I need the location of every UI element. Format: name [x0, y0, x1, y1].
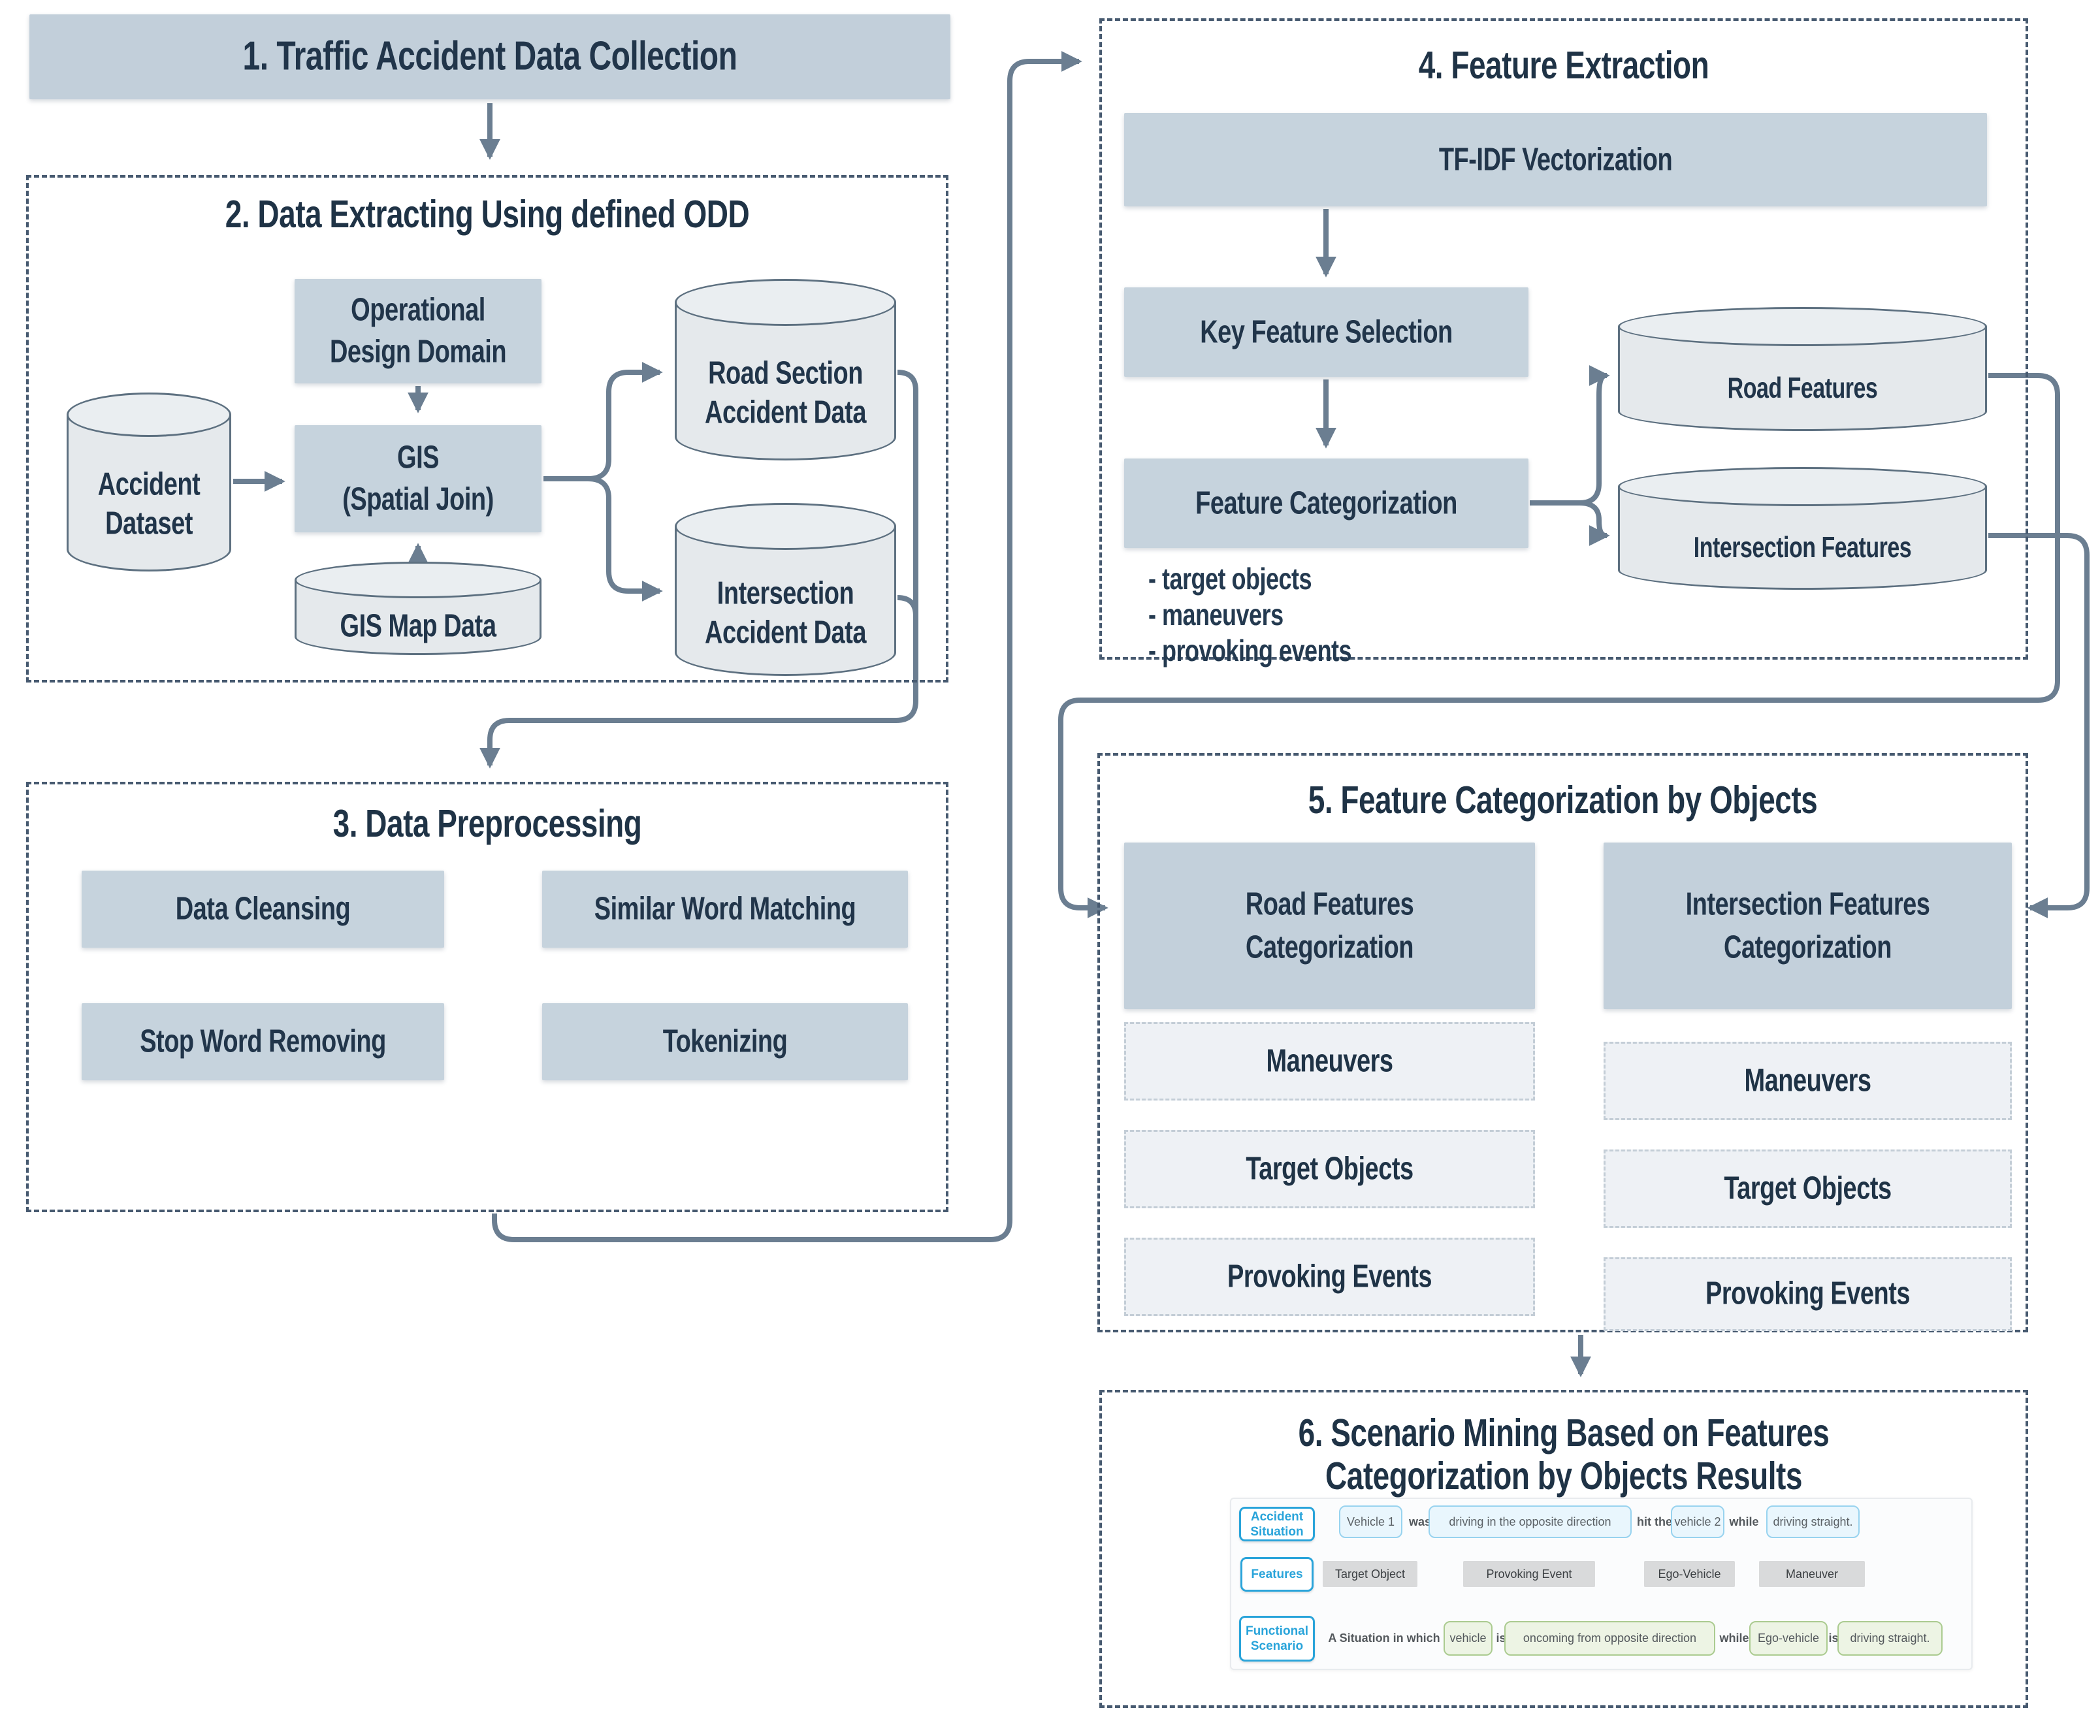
fig-text-a-situation: A Situation in which: [1328, 1632, 1440, 1645]
data-cleansing-box: Data Cleansing: [82, 871, 444, 948]
fig-text-was: was: [1408, 1515, 1432, 1528]
road-provoking-events-box: Provoking Events: [1124, 1238, 1535, 1316]
fig-text-while-1: while: [1729, 1515, 1759, 1528]
feature-categorization-box: Feature Categorization: [1124, 458, 1528, 548]
fig-chip-oncoming: oncoming from opposite direction: [1504, 1621, 1715, 1656]
gis-box: GIS (Spatial Join): [295, 425, 541, 532]
road-section-cylinder: Road Section Accident Data: [675, 279, 896, 460]
fig-chip-vehicle1: Vehicle 1: [1339, 1505, 1402, 1538]
intersection-features-label: Intersection Features: [1693, 531, 1912, 564]
road-target-objects-box: Target Objects: [1124, 1130, 1535, 1208]
section4-title: 4. Feature Extraction: [1418, 42, 1709, 87]
data-cleansing-label: Data Cleansing: [175, 891, 351, 927]
section5-box: 5. Feature Categorization by Objects: [1097, 753, 2028, 1332]
odd-line1: Operational: [351, 292, 485, 329]
intersection-accident-line2: Accident Data: [705, 615, 866, 651]
bullet-target-objects: - target objects: [1148, 560, 1312, 596]
fig-box-maneuver: Maneuver: [1759, 1561, 1865, 1587]
intersection-maneuvers-label: Maneuvers: [1744, 1063, 1871, 1099]
intersection-cat-line2: Categorization: [1724, 929, 1892, 965]
road-features-categorization-box: Road Features Categorization: [1124, 843, 1535, 1009]
key-feature-selection-box: Key Feature Selection: [1124, 287, 1528, 377]
accident-dataset-line2: Dataset: [105, 506, 193, 542]
intersection-target-objects-box: Target Objects: [1604, 1149, 2012, 1228]
section4-box: 4. Feature Extraction: [1099, 18, 2028, 660]
intersection-features-cylinder: Intersection Features: [1618, 467, 1987, 590]
section5-title: 5. Feature Categorization by Objects: [1308, 777, 1818, 822]
fig-chip-vehicle: vehicle: [1444, 1621, 1493, 1656]
fig-chip-vehicle2: vehicle 2: [1671, 1505, 1724, 1538]
section6-title-line2: Categorization by Objects Results: [1325, 1453, 1802, 1498]
feature-categorization-bullets: - target objects - maneuvers - provoking…: [1148, 560, 1352, 668]
road-cat-line2: Categorization: [1246, 929, 1413, 965]
road-provoking-events-label: Provoking Events: [1227, 1259, 1432, 1294]
tokenizing-box: Tokenizing: [542, 1003, 908, 1080]
bullet-provoking-events: - provoking events: [1148, 632, 1352, 668]
road-features-label: Road Features: [1727, 372, 1878, 405]
road-section-line2: Accident Data: [705, 394, 866, 431]
section2-box: 2. Data Extracting Using defined ODD: [26, 175, 948, 683]
gis-line2: (Spatial Join): [342, 481, 494, 518]
section1-title: 1. Traffic Accident Data Collection: [242, 33, 737, 79]
similar-word-matching-label: Similar Word Matching: [594, 891, 856, 927]
section6-title-line1: 6. Scenario Mining Based on Features: [1298, 1410, 1830, 1455]
tokenizing-label: Tokenizing: [662, 1023, 788, 1060]
section6-box: 6. Scenario Mining Based on Features Cat…: [1099, 1390, 2028, 1708]
tfidf-box: TF-IDF Vectorization: [1124, 113, 1987, 206]
feature-categorization-label: Feature Categorization: [1195, 485, 1457, 521]
similar-word-matching-box: Similar Word Matching: [542, 871, 908, 948]
fig-box-provoking-event: Provoking Event: [1463, 1561, 1595, 1587]
section2-title: 2. Data Extracting Using defined ODD: [225, 191, 750, 236]
section3-title: 3. Data Preprocessing: [332, 801, 642, 845]
fig-text-is-1: is: [1496, 1632, 1506, 1645]
gis-map-data-label: GIS Map Data: [340, 608, 496, 645]
intersection-accident-cylinder: Intersection Accident Data: [675, 503, 896, 676]
intersection-cat-line1: Intersection Features: [1685, 886, 1930, 922]
intersection-provoking-events-box: Provoking Events: [1604, 1257, 2012, 1331]
accident-dataset-cylinder: Accident Dataset: [67, 393, 231, 571]
key-feature-selection-label: Key Feature Selection: [1200, 314, 1453, 350]
intersection-maneuvers-box: Maneuvers: [1604, 1042, 2012, 1120]
section1-header: 1. Traffic Accident Data Collection: [29, 14, 950, 99]
fig-label-functional-scenario: Functional Scenario: [1239, 1616, 1315, 1662]
tfidf-label: TF-IDF Vectorization: [1438, 142, 1673, 178]
road-maneuvers-label: Maneuvers: [1266, 1043, 1393, 1079]
gis-line1: GIS: [397, 440, 439, 476]
fig-chip-driving-straight: driving straight.: [1766, 1505, 1860, 1538]
section3-box: 3. Data Preprocessing: [26, 782, 948, 1212]
road-cat-line1: Road Features: [1245, 886, 1414, 922]
intersection-features-categorization-box: Intersection Features Categorization: [1604, 843, 2012, 1009]
road-maneuvers-box: Maneuvers: [1124, 1022, 1535, 1101]
fig-text-is-2: is: [1828, 1632, 1839, 1645]
fig-label-accident-situation: Accident Situation: [1239, 1507, 1315, 1541]
odd-line2: Design Domain: [329, 334, 507, 370]
accident-dataset-line1: Accident: [97, 466, 201, 503]
fig-chip-ego-vehicle: Ego-vehicle: [1749, 1621, 1828, 1656]
gis-map-data-cylinder: GIS Map Data: [295, 562, 541, 655]
road-features-cylinder: Road Features: [1618, 307, 1987, 431]
road-target-objects-label: Target Objects: [1246, 1151, 1413, 1187]
stop-word-removing-box: Stop Word Removing: [82, 1003, 444, 1080]
fig-box-ego-vehicle: Ego-Vehicle: [1644, 1561, 1735, 1587]
stop-word-removing-label: Stop Word Removing: [140, 1023, 386, 1060]
fig-box-target-object: Target Object: [1323, 1561, 1417, 1587]
odd-box: Operational Design Domain: [295, 279, 541, 383]
fig-chip-driving-opposite: driving in the opposite direction: [1429, 1505, 1632, 1538]
intersection-provoking-events-label: Provoking Events: [1705, 1276, 1910, 1312]
intersection-target-objects-label: Target Objects: [1724, 1170, 1892, 1206]
scenario-mining-figure: Accident Situation Features Functional S…: [1230, 1498, 1973, 1670]
section6-title: 6. Scenario Mining Based on Features Cat…: [1102, 1410, 2026, 1498]
fig-label-features: Features: [1240, 1557, 1314, 1592]
bullet-maneuvers: - maneuvers: [1148, 596, 1284, 632]
fig-chip-driving-straight-green: driving straight.: [1837, 1621, 1943, 1656]
fig-text-while-2: while: [1719, 1632, 1749, 1645]
fig-text-hit-the: hit the: [1637, 1515, 1672, 1528]
